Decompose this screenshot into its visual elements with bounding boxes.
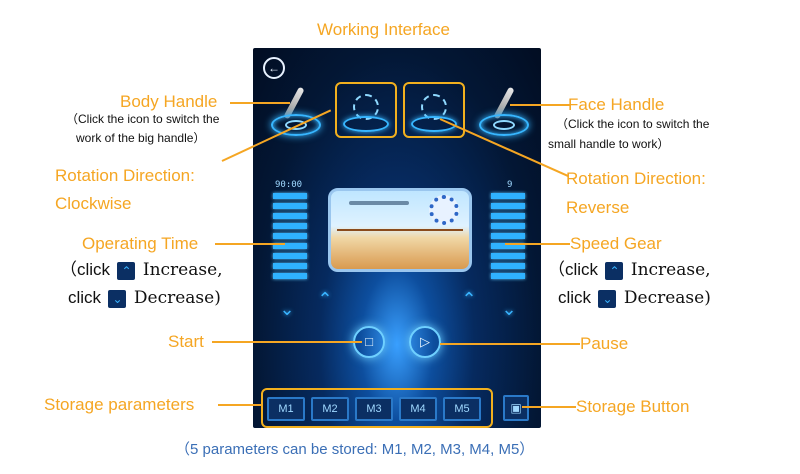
time-bar bbox=[273, 263, 307, 269]
label-storage-parameters: Storage parameters bbox=[44, 395, 195, 414]
rotation-reverse-button[interactable] bbox=[403, 82, 465, 138]
decrease-word: Decrease) bbox=[623, 288, 711, 308]
label-rotation-reverse-2: Reverse bbox=[566, 198, 630, 217]
increase-word: Increase, bbox=[142, 260, 223, 280]
page-title: Working Interface bbox=[317, 20, 450, 39]
time-increase-chevron-up-icon[interactable]: ⌃ bbox=[317, 289, 333, 309]
rotation-pad bbox=[343, 116, 389, 132]
note-body-handle-2: work of the big handle） bbox=[76, 131, 206, 145]
label-operating-time: Operating Time bbox=[82, 234, 199, 253]
leader-line bbox=[510, 104, 570, 106]
rotation-clockwise-button[interactable] bbox=[335, 82, 397, 138]
speed-bar bbox=[491, 213, 525, 219]
leader-line bbox=[440, 343, 580, 345]
note-time-increase: （click ⌃ Increase, bbox=[60, 259, 223, 281]
chevron-down-icon: ⌄ bbox=[598, 289, 617, 308]
chevron-down-icon: ⌄ bbox=[108, 289, 127, 308]
label-body-handle: Body Handle bbox=[120, 92, 218, 111]
time-bar bbox=[273, 243, 307, 249]
speed-increase-chevron-up-icon[interactable]: ⌃ bbox=[461, 289, 477, 309]
note-face-handle-2: small handle to work） bbox=[548, 137, 670, 151]
leader-line bbox=[212, 341, 362, 343]
label-face-handle: Face Handle bbox=[568, 95, 665, 114]
screen-wave bbox=[337, 229, 463, 231]
speed-readout: 9 bbox=[507, 180, 513, 190]
click-word: click bbox=[565, 260, 599, 279]
time-bar bbox=[273, 253, 307, 259]
paren-open: （ bbox=[60, 260, 77, 280]
time-bar bbox=[273, 203, 307, 209]
leader-line bbox=[218, 404, 262, 406]
click-word: click bbox=[558, 288, 592, 307]
label-speed-gear: Speed Gear bbox=[570, 234, 662, 253]
storage-parameters-group bbox=[261, 388, 493, 428]
label-rotation-reverse-1: Rotation Direction: bbox=[566, 169, 706, 188]
memory-button-m1[interactable]: M1 bbox=[267, 397, 305, 421]
speed-decrease-chevron-down-icon[interactable]: ⌄ bbox=[501, 299, 517, 319]
note-face-handle-1: （Click the icon to switch the bbox=[556, 117, 710, 131]
paren-open: （ bbox=[548, 260, 565, 280]
decrease-word: Decrease) bbox=[133, 288, 221, 308]
screen-graphic bbox=[349, 201, 409, 205]
leader-line bbox=[215, 243, 285, 245]
time-bar bbox=[273, 213, 307, 219]
leader-line bbox=[522, 406, 576, 408]
time-bar bbox=[273, 273, 307, 279]
label-rotation-clockwise-2: Clockwise bbox=[55, 194, 132, 213]
leader-line bbox=[505, 243, 570, 245]
speed-bar bbox=[491, 273, 525, 279]
time-bar bbox=[273, 233, 307, 239]
note-speed-decrease: click ⌄ Decrease) bbox=[558, 287, 711, 309]
speed-bar bbox=[491, 223, 525, 229]
leader-line bbox=[230, 102, 290, 104]
speed-bar bbox=[491, 243, 525, 249]
time-readout: 90:00 bbox=[275, 180, 303, 190]
memory-button-m5[interactable]: M5 bbox=[443, 397, 481, 421]
body-handle-pad[interactable] bbox=[271, 114, 321, 136]
note-speed-increase: （click ⌃ Increase, bbox=[548, 259, 711, 281]
memory-button-m2[interactable]: M2 bbox=[311, 397, 349, 421]
label-rotation-clockwise-1: Rotation Direction: bbox=[55, 166, 195, 185]
time-decrease-chevron-down-icon[interactable]: ⌄ bbox=[279, 299, 295, 319]
memory-button-m4[interactable]: M4 bbox=[399, 397, 437, 421]
click-word: click bbox=[68, 288, 102, 307]
chevron-up-icon: ⌃ bbox=[117, 261, 136, 280]
speed-bar bbox=[491, 253, 525, 259]
face-handle-pad[interactable] bbox=[479, 114, 529, 136]
note-time-decrease: click ⌄ Decrease) bbox=[68, 287, 221, 309]
caption: （5 parameters can be stored: M1, M2, M3,… bbox=[175, 441, 535, 458]
label-storage-button: Storage Button bbox=[576, 397, 690, 416]
time-bar bbox=[273, 193, 307, 199]
save-floppy-icon[interactable]: ▣ bbox=[503, 395, 529, 421]
memory-button-m3[interactable]: M3 bbox=[355, 397, 393, 421]
click-word: click bbox=[77, 260, 111, 279]
device-panel: ← 90:00 9 bbox=[253, 48, 541, 428]
back-arrow-icon[interactable]: ← bbox=[263, 57, 285, 79]
speed-bar bbox=[491, 263, 525, 269]
increase-word: Increase, bbox=[630, 260, 711, 280]
note-body-handle-1: （Click the icon to switch the bbox=[66, 112, 220, 126]
label-start: Start bbox=[168, 332, 204, 351]
chevron-up-icon: ⌃ bbox=[605, 261, 624, 280]
time-bar bbox=[273, 223, 307, 229]
pause-button[interactable]: ▷ bbox=[409, 326, 441, 358]
rotation-pad bbox=[411, 116, 457, 132]
speed-bar bbox=[491, 233, 525, 239]
speed-bar bbox=[491, 203, 525, 209]
label-pause: Pause bbox=[580, 334, 629, 353]
display-screen bbox=[328, 188, 472, 272]
speed-bar bbox=[491, 193, 525, 199]
gear-icon bbox=[429, 195, 459, 225]
